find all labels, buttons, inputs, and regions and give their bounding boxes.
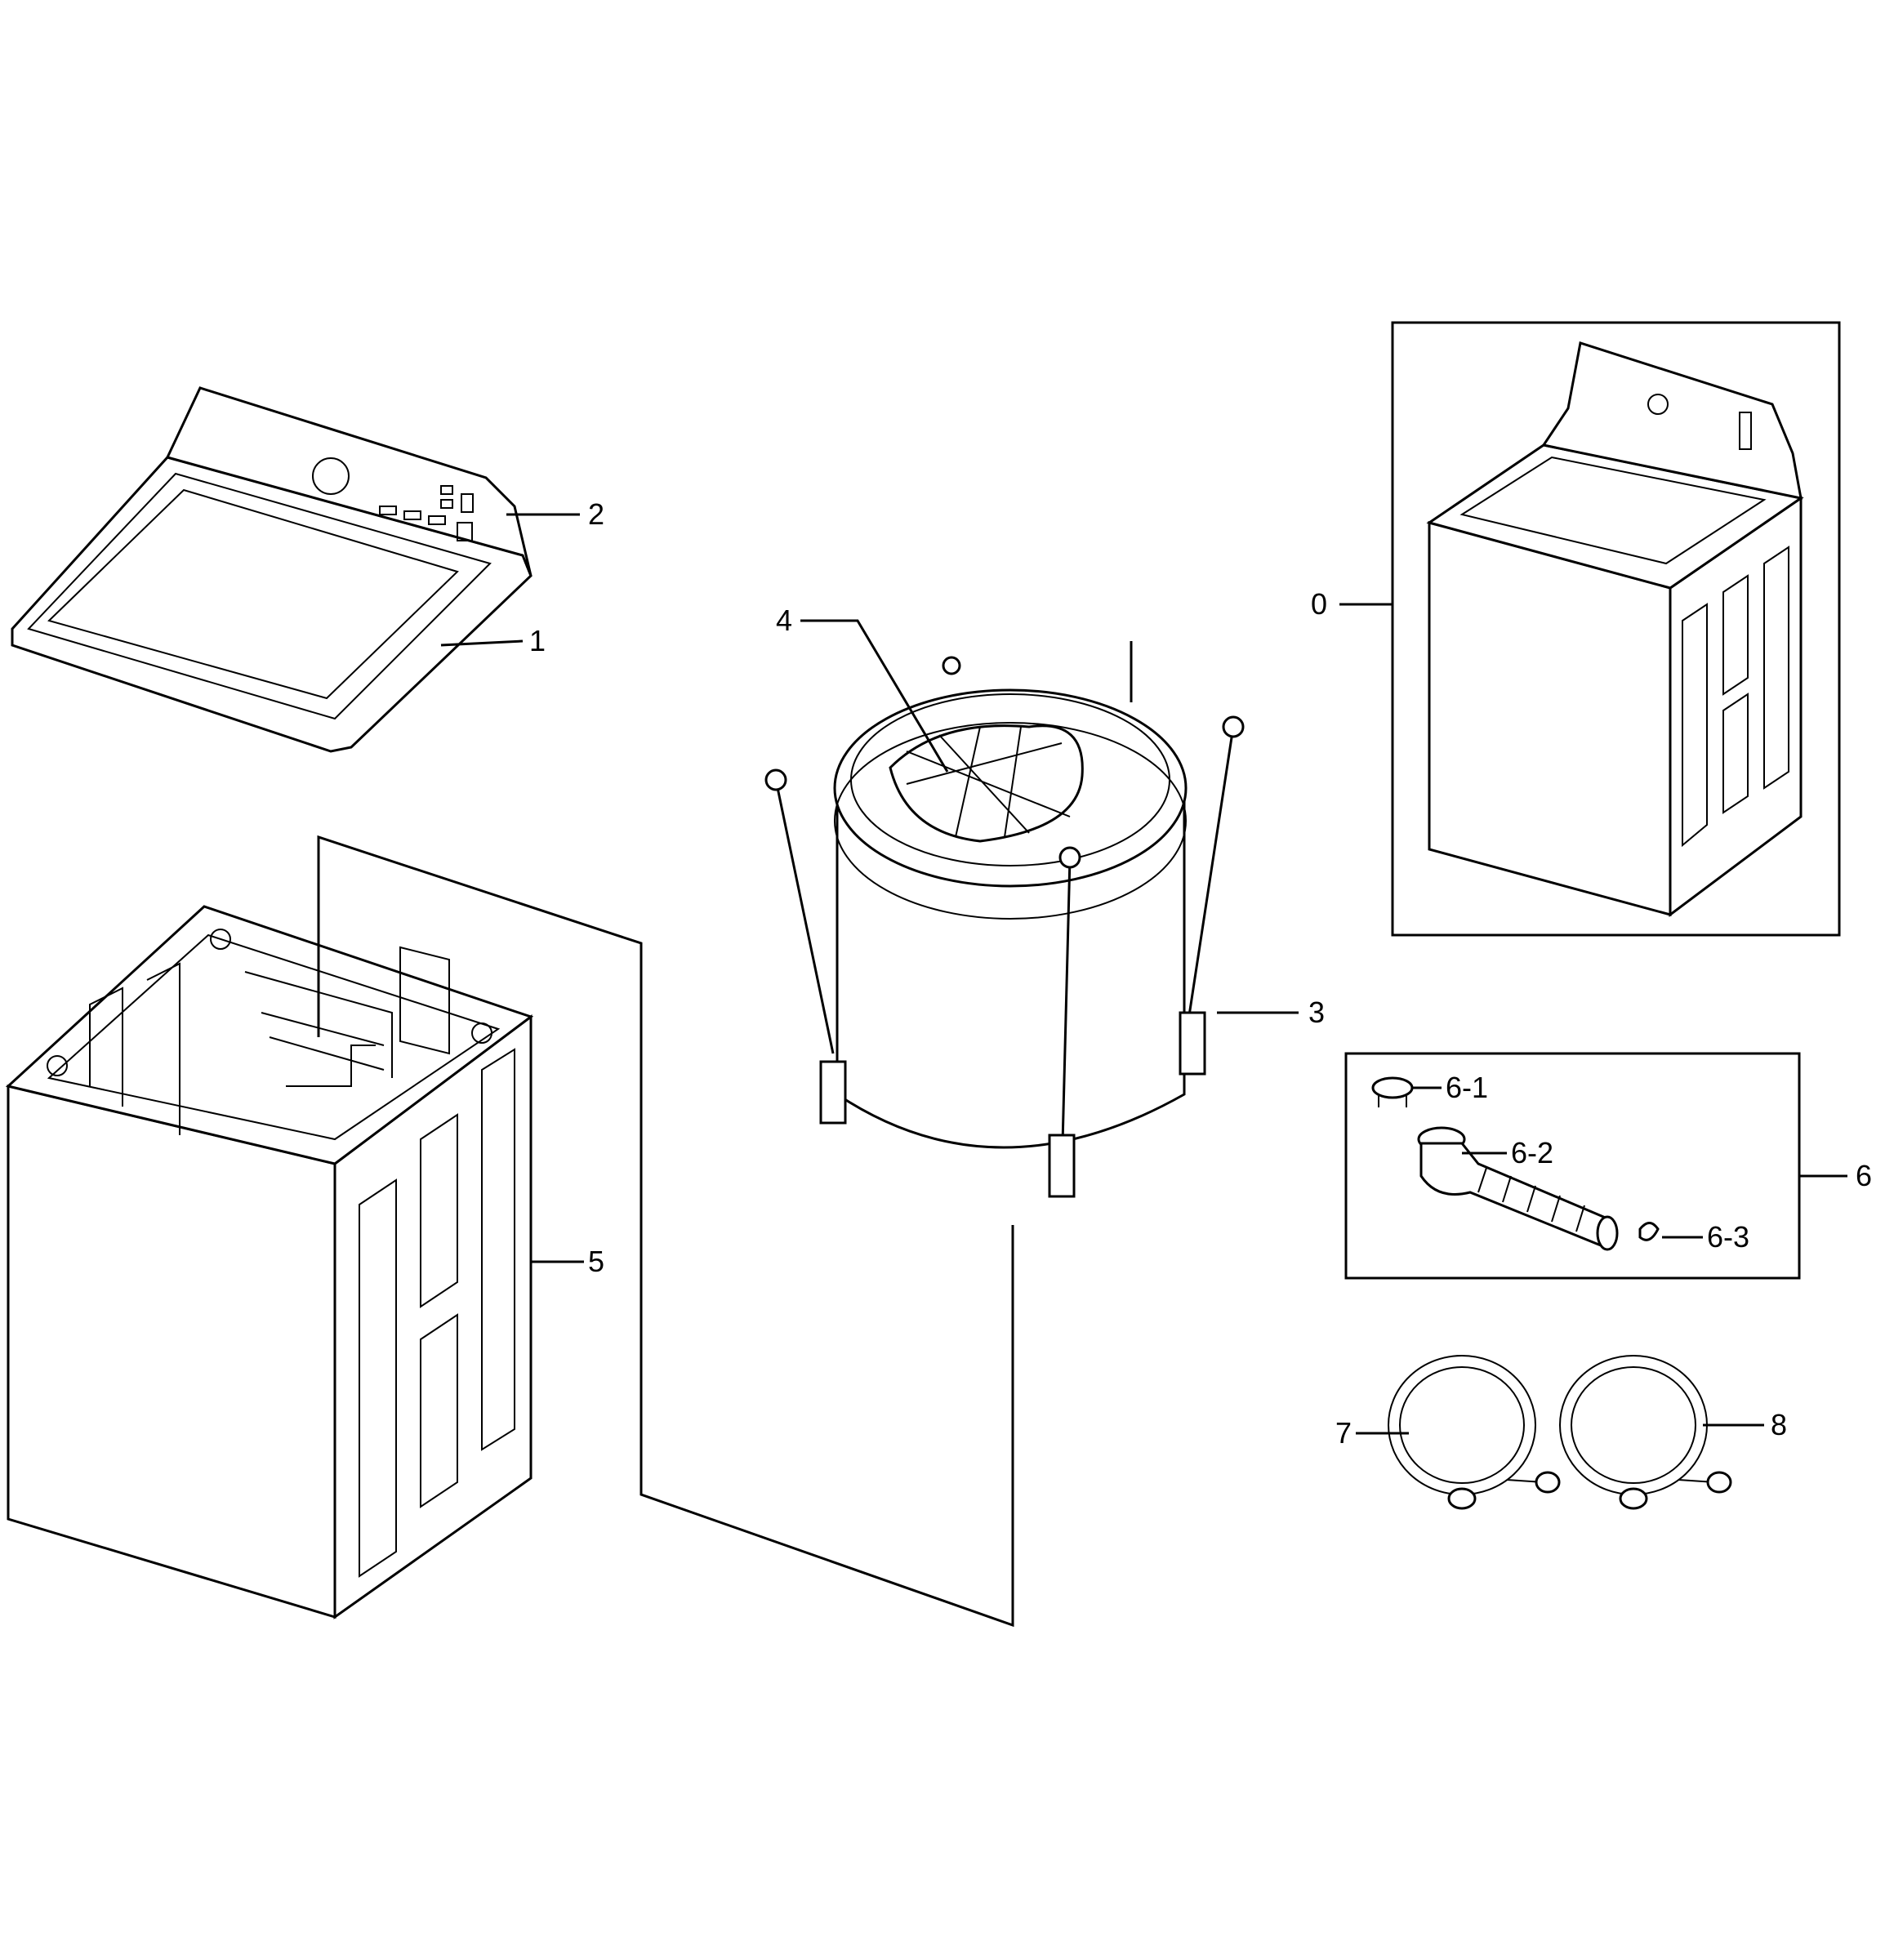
hose-clamp <box>1371 1076 1414 1107</box>
callout-6: 6 <box>1856 1159 1872 1192</box>
callout-7: 7 <box>1335 1416 1352 1450</box>
control-panel <box>165 386 533 577</box>
callout-4: 4 <box>776 604 792 637</box>
callout-3: 3 <box>1308 996 1325 1029</box>
callout-1: 1 <box>529 624 546 657</box>
callout-6-3: 6-3 <box>1707 1220 1749 1254</box>
top-cover-assembly <box>11 456 533 753</box>
callout-2: 2 <box>588 497 604 531</box>
drain-hose <box>1417 1126 1619 1251</box>
complete-washer-assembly <box>1391 321 1841 937</box>
small-clamp <box>1638 1222 1660 1241</box>
kit-frame <box>1344 1052 1801 1280</box>
callout-6-1: 6-1 <box>1446 1071 1488 1104</box>
cabinet <box>5 905 534 1619</box>
inlet-hose-hot <box>1559 1355 1732 1510</box>
assembly-frame <box>1391 321 1841 937</box>
tub-assembly <box>764 641 1245 1198</box>
callout-6-2: 6-2 <box>1511 1136 1553 1169</box>
callout-0: 0 <box>1311 587 1327 621</box>
drain-hose-kit <box>1344 1052 1801 1280</box>
callout-8: 8 <box>1771 1408 1787 1441</box>
inlet-hose-cold <box>1388 1355 1561 1510</box>
callout-5: 5 <box>588 1245 604 1278</box>
